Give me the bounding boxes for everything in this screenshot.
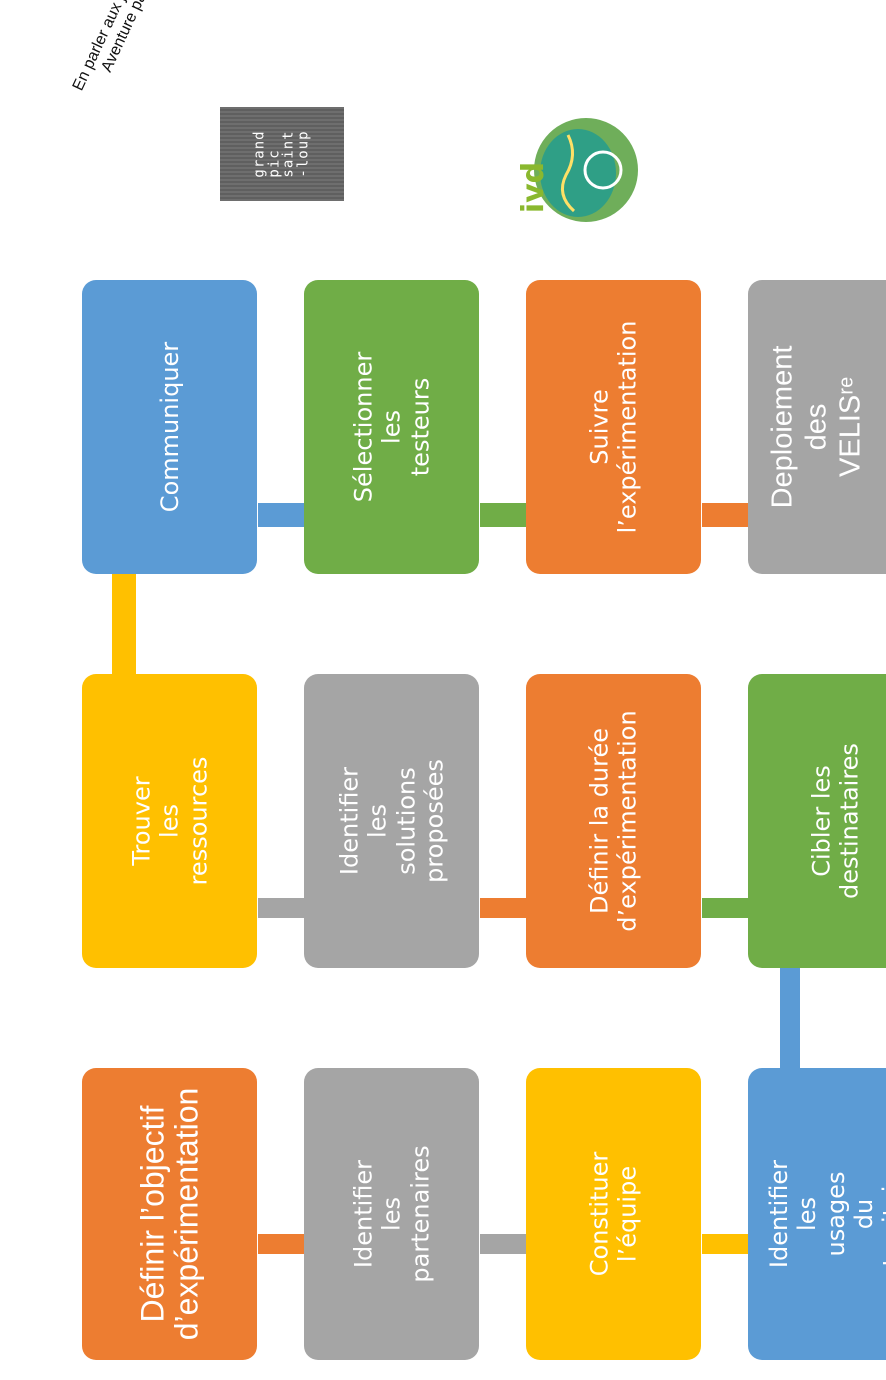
step-communiquer: Communiquer xyxy=(82,280,257,574)
step-identifier-usages-label: Identifier les usages du territoire xyxy=(764,1159,886,1269)
ivd-logo-text: ivd xyxy=(516,161,552,214)
step-identifier-solutions-label: Identifier les solutions proposées xyxy=(334,759,448,883)
step-suivre-experimentation: Suivre l’expérimentation xyxy=(526,280,701,574)
step-identifier-partenaires: Identifier les partenaires xyxy=(304,1068,479,1360)
journalists-note: En parler aux journalistes ! Aventure pa… xyxy=(40,0,211,165)
step-cibler-destinataires-label: Cibler les destinataires xyxy=(807,743,864,899)
step-identifier-usages: Identifier les usages du territoire xyxy=(748,1068,886,1360)
connector-testeurs-to-suivre xyxy=(480,503,526,527)
connector-definir-to-partenaires xyxy=(258,1234,304,1254)
connector-communiquer-to-testeurs xyxy=(258,503,304,527)
step-communiquer-label: Communiquer xyxy=(155,341,184,513)
step-trouver-ressources-label: Trouver les ressources xyxy=(127,756,212,886)
step-selectionner-testeurs: Sélectionner les testeurs xyxy=(304,280,479,574)
step-identifier-solutions: Identifier les solutions proposées xyxy=(304,674,479,968)
connector-equipe-to-usages xyxy=(702,1234,748,1254)
ivd-logo-graphic xyxy=(534,118,638,222)
step-constituer-equipe: Constituer l’équipe xyxy=(526,1068,701,1360)
step-trouver-ressources: Trouver les ressources xyxy=(82,674,257,968)
connector-duree-to-solutions xyxy=(480,898,526,918)
connector-ressources-to-communiquer xyxy=(112,574,136,674)
step-deploiement: Deploiement des VELISʳᵉ xyxy=(748,280,886,574)
step-cibler-destinataires: Cibler les destinataires xyxy=(748,674,886,968)
step-definir-objectif-label: Définir l’objectif d’expérimentation xyxy=(133,1087,204,1341)
step-suivre-experimentation-label: Suivre l’expérimentation xyxy=(585,320,642,534)
step-definir-objectif: Définir l’objectif d’expérimentation xyxy=(82,1068,257,1360)
grand-pic-saint-loup-logo: grand pic saint -loup xyxy=(220,107,344,201)
step-selectionner-testeurs-label: Sélectionner les testeurs xyxy=(349,351,434,503)
connector-suivre-to-deploiement xyxy=(702,503,748,527)
connector-partenaires-to-equipe xyxy=(480,1234,526,1254)
step-identifier-partenaires-label: Identifier les partenaires xyxy=(349,1145,434,1283)
connector-solutions-to-ressources xyxy=(258,898,304,918)
step-definir-duree: Définir la durée d’expérimentation xyxy=(526,674,701,968)
step-constituer-equipe-label: Constituer l’équipe xyxy=(585,1151,642,1277)
step-deploiement-label: Deploiement des VELISʳᵉ xyxy=(766,345,868,509)
connector-cibler-to-duree xyxy=(702,898,748,918)
grand-logo-text: grand pic saint -loup xyxy=(251,130,312,178)
connector-usages-to-cibler xyxy=(780,968,800,1068)
step-definir-duree-label: Définir la durée d’expérimentation xyxy=(585,710,642,932)
ivd-logo: ivd xyxy=(508,115,638,235)
